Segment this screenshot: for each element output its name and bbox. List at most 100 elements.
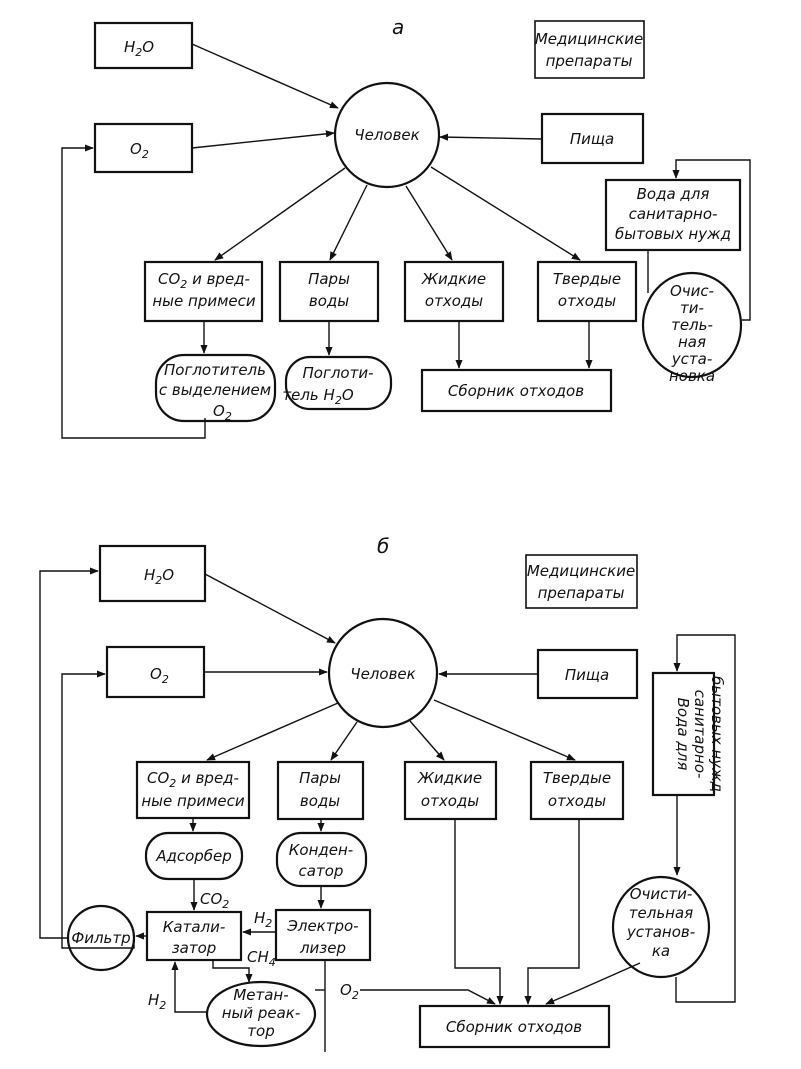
node-b-filtr: Фильтр	[66, 904, 136, 972]
svg-text:Сборник отходов: Сборник отходов	[446, 1018, 582, 1036]
svg-text:Конден-: Конден-	[289, 841, 353, 859]
svg-text:ка: ка	[652, 942, 670, 960]
svg-text:бытовых нужд: бытовых нужд	[615, 225, 731, 243]
svg-text:препараты: препараты	[546, 52, 633, 70]
node-b-tverdye: Твердые отходы	[529, 760, 625, 821]
svg-text:Поглотитель: Поглотитель	[164, 361, 266, 379]
node-b-katalizator: Катали- затор	[145, 910, 243, 962]
label-b: б	[377, 534, 389, 558]
svg-text:Твердые: Твердые	[543, 769, 611, 787]
svg-text:с выделением: с выделением	[159, 381, 271, 399]
node-b-elektrolizer: Электро- лизер	[274, 908, 372, 962]
node-a-h2o: H2O	[93, 21, 194, 70]
flow-label-co2: CO2	[200, 890, 229, 911]
node-b-zhidkie: Жидкие отходы	[403, 760, 498, 821]
svg-text:Электро-: Электро-	[286, 917, 358, 935]
node-b-sbornik: Сборник отходов	[418, 1004, 611, 1049]
svg-text:ные примеси: ные примеси	[141, 792, 245, 810]
node-b-ochist: Очисти- тельная установ- ка	[611, 875, 711, 979]
svg-text:отходы: отходы	[558, 292, 616, 310]
svg-text:препараты: препараты	[538, 584, 625, 602]
svg-text:тель H2O: тель H2O	[282, 386, 353, 407]
svg-text:санитарно-: санитарно-	[629, 205, 718, 223]
svg-text:отходы: отходы	[421, 792, 479, 810]
svg-text:Пища: Пища	[570, 130, 614, 148]
svg-text:H2O: H2O	[144, 566, 174, 587]
node-a-pary: Пары воды	[278, 260, 380, 323]
svg-text:тель-: тель-	[671, 316, 713, 334]
node-b-voda: Вода для санитарно- бытовых нужд	[651, 671, 726, 797]
node-b-metan: Метан- ный реак- тор	[205, 980, 317, 1048]
svg-text:отходы: отходы	[425, 292, 483, 310]
node-a-ochist: Очис- ти- тель- ная уста- новка	[641, 271, 743, 385]
node-a-co2-harmful: CO2 и вред- ные примеси	[143, 260, 264, 323]
flow-label-h2: H2	[254, 909, 272, 930]
svg-text:Очисти-: Очисти-	[630, 885, 693, 903]
svg-text:Пища: Пища	[565, 666, 609, 684]
svg-text:Человек: Человек	[354, 126, 419, 144]
connectors-a	[61, 43, 751, 439]
diagram-a: а H2O O2 Медицинские препараты Человек П…	[61, 15, 751, 439]
label-a: а	[392, 15, 404, 39]
diagram-b: б H2O Медицинские препараты O2 Человек П…	[39, 534, 736, 1052]
svg-text:отходы: отходы	[548, 792, 606, 810]
svg-text:затор: затор	[172, 939, 217, 957]
svg-text:Катали-: Катали-	[163, 918, 226, 936]
svg-text:ный реак-: ный реак-	[222, 1004, 301, 1022]
node-a-absorber: Поглотитель с выделением O2	[154, 353, 277, 423]
node-b-adsorber: Адсорбер	[144, 831, 244, 881]
svg-text:Жидкие: Жидкие	[417, 769, 482, 787]
svg-text:Фильтр: Фильтр	[71, 929, 130, 947]
svg-text:O2: O2	[130, 140, 149, 161]
svg-text:O2: O2	[213, 402, 232, 423]
svg-text:Жидкие: Жидкие	[421, 270, 486, 288]
svg-text:ные примеси: ные примеси	[152, 292, 256, 310]
node-a-o2: O2	[93, 122, 194, 174]
node-a-h2o-absorber: Поглоти- тель H2O	[282, 355, 393, 411]
node-b-h2o: H2O	[98, 544, 207, 603]
svg-text:Очис-: Очис-	[670, 282, 714, 300]
svg-text:лизер: лизер	[299, 939, 346, 957]
svg-text:сатор: сатор	[299, 862, 344, 880]
svg-text:CO2 и вред-: CO2 и вред-	[147, 769, 239, 790]
node-b-pary: Пары воды	[276, 760, 365, 821]
flow-label-h2-return: H2	[148, 991, 166, 1012]
node-a-pishcha: Пища	[540, 112, 645, 165]
svg-text:ная: ная	[678, 333, 706, 351]
node-a-med: Медицинские препараты	[534, 20, 645, 79]
node-a-chelovek: Человек	[333, 81, 441, 189]
svg-text:O2: O2	[150, 665, 169, 686]
svg-text:уста-: уста-	[671, 350, 712, 368]
svg-text:Пары: Пары	[308, 270, 350, 288]
node-a-zhidkie: Жидкие отходы	[403, 260, 505, 323]
node-b-co2-harmful: CO2 и вред- ные примеси	[135, 760, 251, 820]
svg-text:Метан-: Метан-	[233, 986, 288, 1004]
node-a-sbornik: Сборник отходов	[420, 368, 613, 413]
svg-text:CO2 и вред-: CO2 и вред-	[158, 270, 250, 291]
svg-text:тор: тор	[247, 1022, 274, 1040]
node-b-pishcha: Пища	[536, 648, 639, 700]
svg-text:Человек: Человек	[350, 665, 415, 683]
svg-text:санитарно-: санитарно-	[691, 690, 709, 779]
svg-text:Вода для: Вода для	[637, 185, 710, 203]
svg-text:ти-: ти-	[680, 299, 704, 317]
svg-text:Медицинские: Медицинские	[527, 562, 635, 580]
svg-text:установ-: установ-	[626, 923, 695, 941]
node-b-chelovek: Человек	[327, 617, 439, 729]
node-b-kondensator: Конден- сатор	[275, 831, 368, 888]
flow-label-ch4: CH4	[247, 948, 276, 969]
svg-text:воды: воды	[309, 292, 349, 310]
svg-text:Вода для: Вода для	[674, 698, 692, 771]
node-a-tverdye: Твердые отходы	[536, 260, 638, 323]
connectors-b	[39, 567, 736, 1052]
node-b-med: Медицинские препараты	[525, 554, 638, 609]
node-b-o2: O2	[105, 645, 206, 699]
svg-text:новка: новка	[669, 367, 715, 385]
svg-text:воды: воды	[300, 792, 340, 810]
svg-text:Медицинские: Медицинские	[535, 30, 643, 48]
svg-text:тельная: тельная	[629, 904, 693, 922]
svg-text:Сборник отходов: Сборник отходов	[448, 382, 584, 400]
svg-text:Поглоти-: Поглоти-	[302, 364, 373, 382]
node-a-voda: Вода для санитарно- бытовых нужд	[604, 178, 742, 252]
